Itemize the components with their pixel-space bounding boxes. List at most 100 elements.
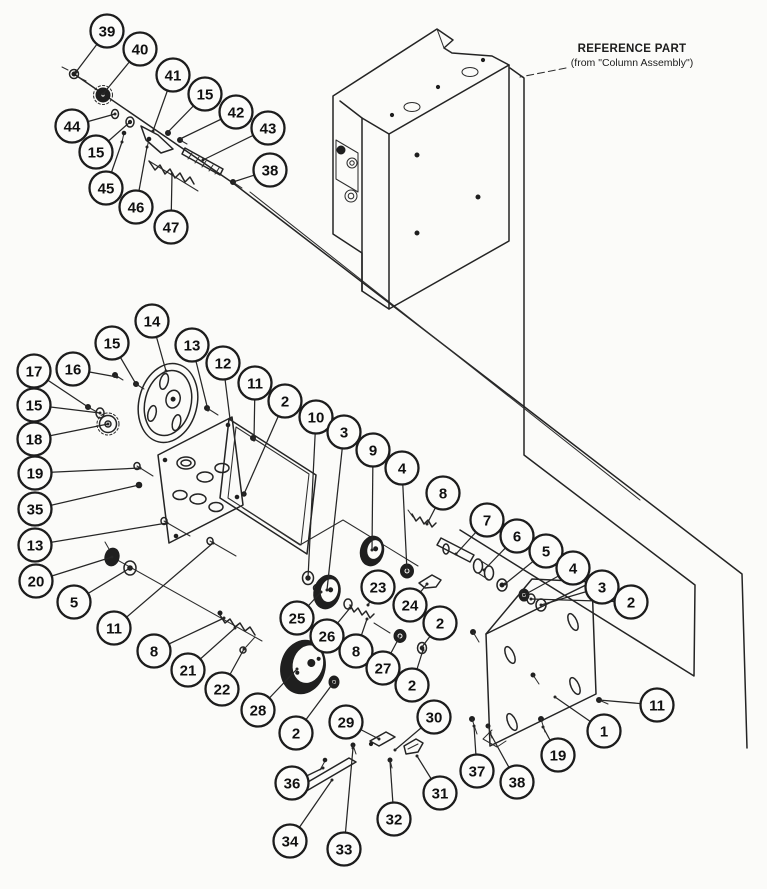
leader-dot-12 [228, 417, 232, 421]
balloon-number-16: 16 [65, 362, 82, 379]
bracket-29 [369, 731, 396, 747]
balloon-3 [326, 414, 362, 450]
balloon-43 [250, 110, 286, 146]
leader-dot-9 [370, 548, 374, 552]
bracket-slot1 [504, 645, 516, 665]
balloon-number-47: 47 [163, 220, 180, 237]
threaded-stud-43 [181, 147, 224, 176]
balloon-20 [18, 563, 54, 599]
balloon-number-13: 13 [27, 538, 44, 555]
column-silhouette [332, 28, 510, 310]
knob-20-stem [104, 541, 110, 550]
column-dot3 [435, 84, 441, 90]
balloon-38 [252, 152, 288, 188]
balloon-number-25: 25 [289, 611, 306, 628]
column-dot4 [414, 152, 420, 158]
plate-bore3 [214, 462, 230, 474]
balloon-number-20: 20 [28, 574, 45, 591]
balloon-number-38: 38 [509, 775, 526, 792]
balloon-13 [17, 527, 53, 563]
pulley-3-center [328, 587, 334, 593]
gearbox-group [85, 362, 419, 567]
pulley-14-center [170, 396, 176, 402]
balloon-number-24: 24 [402, 598, 419, 615]
balloon-8 [338, 633, 374, 669]
balloon-44 [54, 108, 90, 144]
column-dot1 [389, 112, 395, 118]
leader-dot-8 [365, 617, 369, 621]
pulley-28 [280, 639, 326, 695]
pulley-14-face [143, 369, 193, 437]
shaft-23-rod [373, 622, 391, 634]
balloon-10 [298, 399, 334, 435]
panel-edge-inner [249, 191, 641, 501]
balloon-29 [328, 704, 364, 740]
balloon-number-34: 34 [282, 834, 299, 851]
balloon-number-15: 15 [197, 87, 214, 104]
balloon-26 [309, 618, 345, 654]
balloon-number-1: 1 [600, 724, 608, 741]
balloon-19 [17, 455, 53, 491]
balloon-number-8: 8 [352, 644, 360, 661]
balloon-number-42: 42 [228, 105, 245, 122]
bracket-screw-shaft [532, 674, 540, 685]
reference-part-label: REFERENCE PART [578, 43, 687, 55]
balloon-11 [237, 365, 273, 401]
balloon-number-18: 18 [26, 432, 43, 449]
spool-6-body [477, 558, 490, 581]
balloon-2 [613, 584, 649, 620]
balloon-39 [89, 13, 125, 49]
leader-dot-47 [170, 172, 174, 176]
leader-dot-15 [98, 411, 102, 415]
balloon-number-28: 28 [250, 703, 267, 720]
pulley-14-rim [137, 362, 199, 444]
leader-dot-22 [242, 647, 246, 651]
balloon-number-37: 37 [469, 764, 486, 781]
reference-leader-line [519, 67, 567, 78]
balloon-number-21: 21 [180, 663, 197, 680]
leader-dot-33 [351, 746, 355, 750]
balloon-number-4: 4 [569, 561, 578, 578]
leader-dot-46 [145, 145, 149, 149]
balloon-number-9: 9 [369, 443, 377, 460]
leader-line-3 [326, 431, 345, 591]
column-side-hole1 [336, 145, 346, 155]
leader-dot-29 [377, 737, 381, 741]
leader-dot-3 [539, 603, 543, 607]
balloon-16 [55, 351, 91, 387]
reference-part-sublabel: (from "Column Assembly") [571, 57, 693, 69]
wing-nut [68, 68, 80, 80]
bracket-29-dot [368, 741, 374, 747]
leader-dot-6 [482, 568, 486, 572]
pulley-28-hub [307, 659, 316, 668]
plate-screw3 [234, 494, 240, 500]
bolt-37b-shaft [472, 631, 480, 643]
balloon-number-31: 31 [432, 786, 449, 803]
leader-dot-16 [115, 375, 119, 379]
balloon-36 [274, 765, 310, 801]
balloon-15 [94, 325, 130, 361]
leader-dot-15 [166, 130, 170, 134]
balloon-number-15: 15 [104, 336, 121, 353]
leader-dot-11 [597, 698, 601, 702]
leader-dot-15 [134, 382, 138, 386]
balloon-number-32: 32 [386, 812, 403, 829]
leader-dot-36 [321, 766, 325, 770]
plate-bore6 [208, 501, 224, 513]
balloon-number-12: 12 [215, 356, 232, 373]
leader-dot-40 [101, 92, 105, 96]
balloon-24 [392, 587, 428, 623]
pin-46-head [146, 136, 152, 142]
column-top-edge [339, 100, 363, 119]
leader-dot-4 [522, 593, 526, 597]
leader-dot-8 [222, 616, 226, 620]
leader-dot-13 [206, 408, 210, 412]
balloon-number-10: 10 [308, 410, 325, 427]
gasket-cover [219, 418, 317, 555]
column-front-edge [388, 64, 510, 310]
leader-dot-2 [420, 645, 424, 649]
leader-line-13 [34, 522, 168, 546]
leader-line-10 [307, 416, 317, 579]
bracket-foot [482, 729, 507, 748]
